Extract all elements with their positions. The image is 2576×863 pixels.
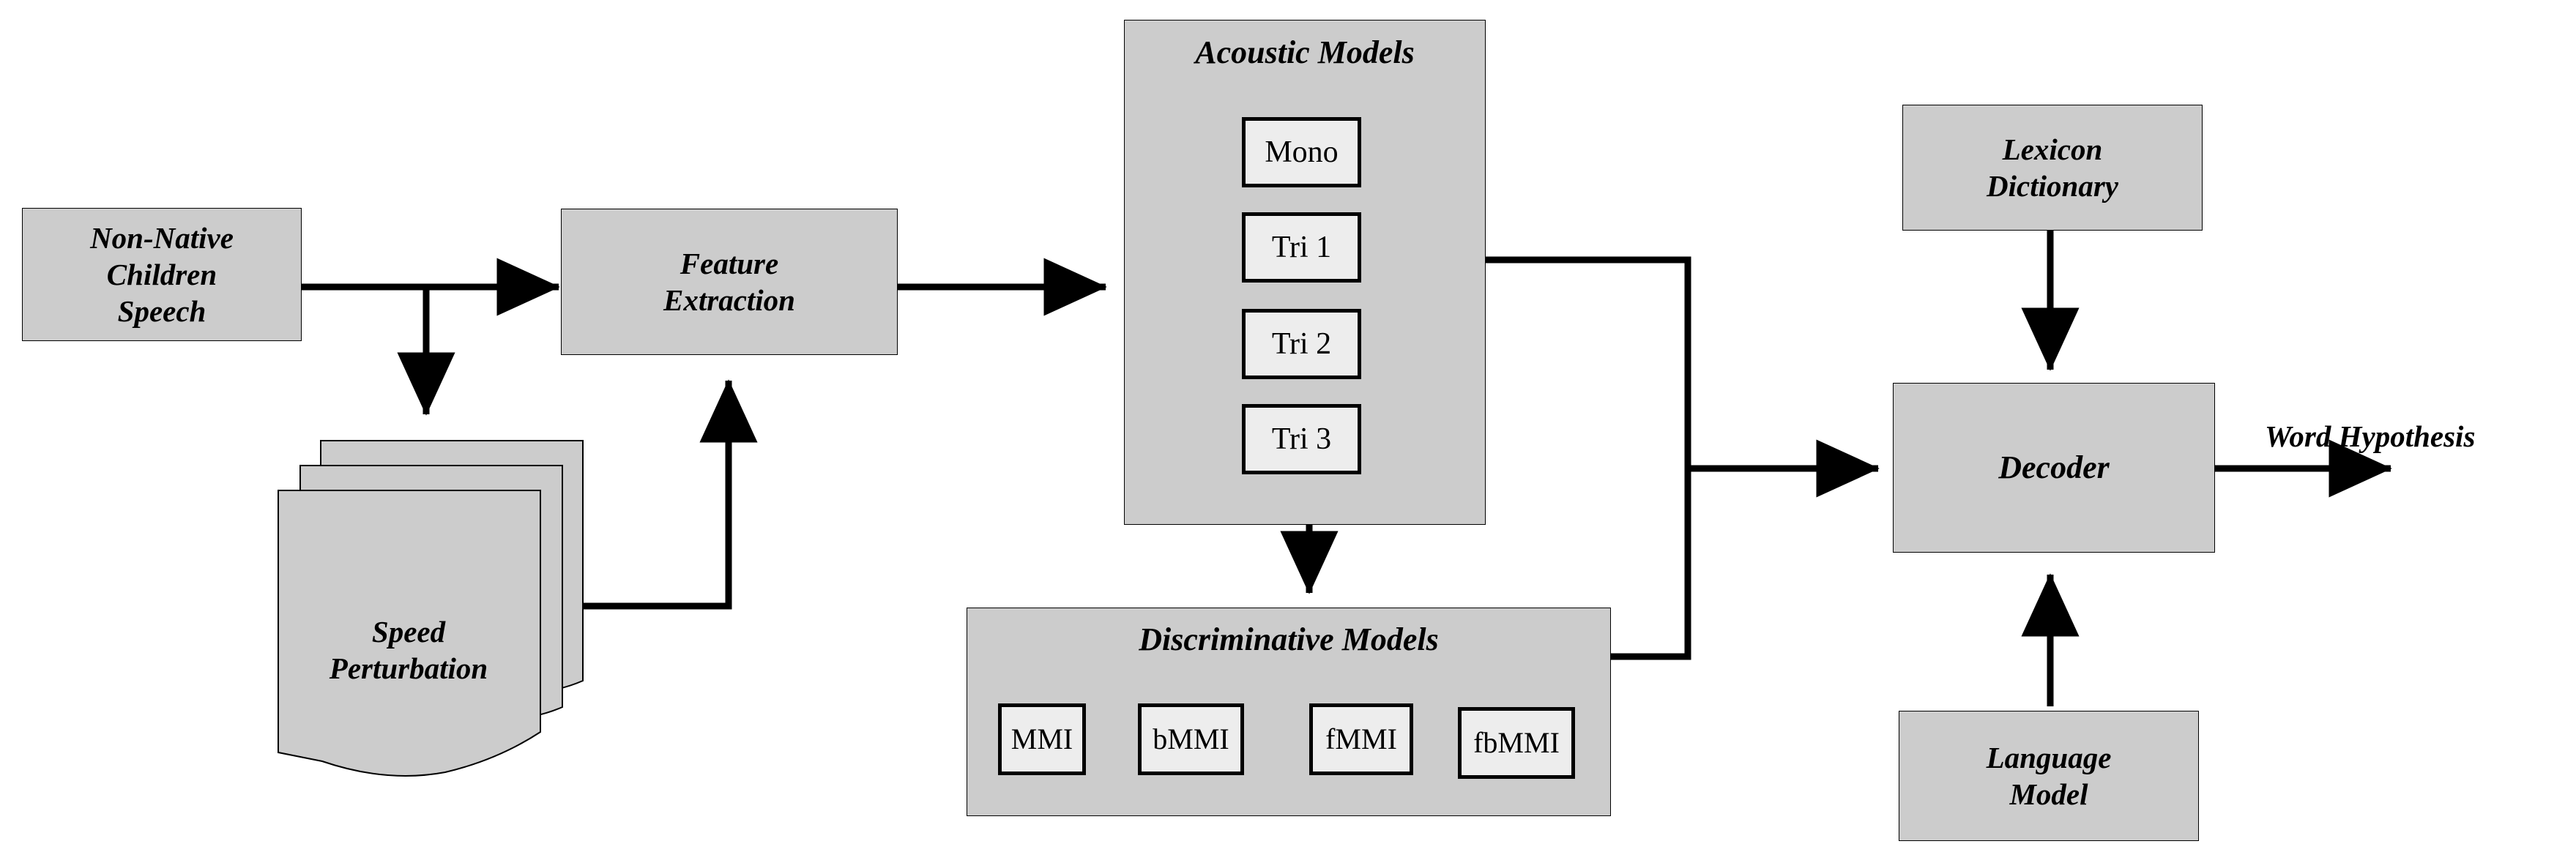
edge-speed-to-feature	[575, 379, 758, 610]
edge-acoustic-to-bus	[1486, 256, 1691, 468]
label-line-1: Non-Native	[90, 220, 234, 255]
group-acoustic-models[interactable]: Acoustic Models Mono Tri 1 Tri 2 Tri 3	[1124, 20, 1486, 525]
label-line-2: Extraction	[663, 283, 795, 317]
label-line-1: Speed	[371, 615, 446, 649]
node-feature-extraction[interactable]: Feature Extraction	[561, 209, 898, 355]
node-tri-3[interactable]: Tri 3	[1242, 404, 1361, 474]
node-language-model[interactable]: Language Model	[1899, 711, 2199, 841]
node-mmi[interactable]: MMI	[998, 703, 1086, 775]
node-tri-2[interactable]: Tri 2	[1242, 309, 1361, 379]
group-discriminative-models-title: Discriminative Models	[1139, 621, 1439, 657]
label-line-2: Model	[2009, 777, 2088, 811]
node-label: Language Model	[1987, 739, 2112, 812]
node-label: Feature Extraction	[663, 245, 795, 318]
node-lexicon-dictionary[interactable]: Lexicon Dictionary	[1902, 105, 2203, 231]
node-label: Speed Perturbation	[277, 613, 540, 687]
node-speed-perturbation[interactable]: Speed Perturbation	[277, 439, 584, 783]
node-decoder[interactable]: Decoder	[1893, 383, 2215, 553]
node-bmmi[interactable]: bMMI	[1138, 703, 1244, 775]
node-tri-1[interactable]: Tri 1	[1242, 212, 1361, 283]
node-label: Lexicon Dictionary	[1987, 131, 2118, 204]
label-word-hypothesis: Word Hypothesis	[2265, 419, 2476, 453]
node-fmmi[interactable]: fMMI	[1309, 703, 1413, 775]
label-line-2: Children	[106, 257, 217, 291]
document-sheet-front	[278, 490, 541, 777]
label-line-2: Dictionary	[1987, 169, 2118, 203]
edge-discriminative-to-bus	[1611, 468, 1691, 660]
group-discriminative-models[interactable]: Discriminative Models MMI bMMI fMMI fbMM…	[967, 608, 1611, 816]
speed-perturbation-stack	[278, 440, 584, 777]
node-mono[interactable]: Mono	[1242, 117, 1361, 187]
node-fbmmi[interactable]: fbMMI	[1458, 707, 1575, 779]
label-line-1: Feature	[680, 246, 779, 280]
label-line-1: Lexicon	[2002, 132, 2103, 166]
label-line-2: Perturbation	[329, 651, 488, 686]
node-label: Non-Native Children Speech	[90, 220, 234, 329]
node-non-native-children-speech[interactable]: Non-Native Children Speech	[22, 208, 302, 341]
group-acoustic-models-title: Acoustic Models	[1195, 34, 1415, 70]
label-line-1: Language	[1986, 740, 2112, 774]
label-line-3: Speech	[117, 294, 206, 328]
